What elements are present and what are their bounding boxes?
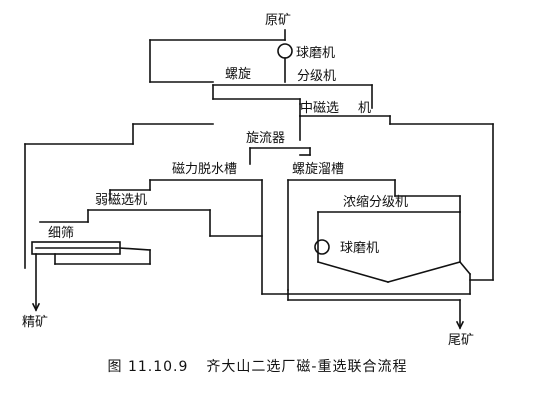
- label-ball-mill-1: 球磨机: [296, 46, 335, 61]
- label-machine-1: 机: [358, 101, 371, 116]
- flowsheet-diagram: 原矿 球磨机 螺旋 分级机 中磁选 机 旋流器 磁力脱水槽 螺旋溜槽 弱磁选机 …: [22, 13, 494, 348]
- raw-ore-feed-line: [149, 29, 286, 83]
- label-magnetic-dewatering: 磁力脱水槽: [172, 162, 237, 177]
- label-cyclone: 旋流器: [246, 131, 285, 146]
- magnetic-dewatering-tank-symbol: [109, 179, 263, 295]
- label-ball-mill-2: 球磨机: [340, 241, 379, 256]
- label-medium-magnetic: 中磁选: [300, 101, 339, 116]
- label-spiral-chute: 螺旋溜槽: [292, 162, 344, 177]
- label-fine-screen: 细筛: [48, 226, 74, 241]
- label-weak-magnetic: 弱磁选机: [95, 193, 147, 208]
- medium-magnetic-separator-symbol: [299, 103, 494, 281]
- figure-number: 图 11.10.9: [107, 359, 189, 375]
- spiral-classifier-symbol: [212, 84, 373, 109]
- label-spiral: 螺旋: [225, 67, 251, 82]
- label-concentrate: 精矿: [22, 315, 48, 330]
- fine-screen-symbol: [31, 241, 151, 265]
- label-classifier-1: 分级机: [297, 69, 336, 84]
- concentrating-classifier-symbol: [317, 211, 461, 283]
- tailings-return-lines: [261, 260, 494, 330]
- label-tailings: 尾矿: [448, 333, 474, 348]
- ball-mill-2-icon: [314, 239, 330, 255]
- cyclone-symbol: [249, 147, 311, 165]
- spiral-chute-symbol: [287, 179, 461, 291]
- weak-magnetic-separator-symbol: [39, 209, 263, 237]
- concentrate-outlet-line: [24, 123, 214, 312]
- figure-caption: 图 11.10.9 齐大山二选厂磁-重选联合流程: [0, 356, 533, 376]
- figure-title: 齐大山二选厂磁-重选联合流程: [206, 359, 408, 375]
- label-raw-ore: 原矿: [265, 13, 291, 28]
- label-concentrating-classifier: 浓缩分级机: [343, 194, 408, 210]
- ball-mill-1-icon: [277, 43, 293, 59]
